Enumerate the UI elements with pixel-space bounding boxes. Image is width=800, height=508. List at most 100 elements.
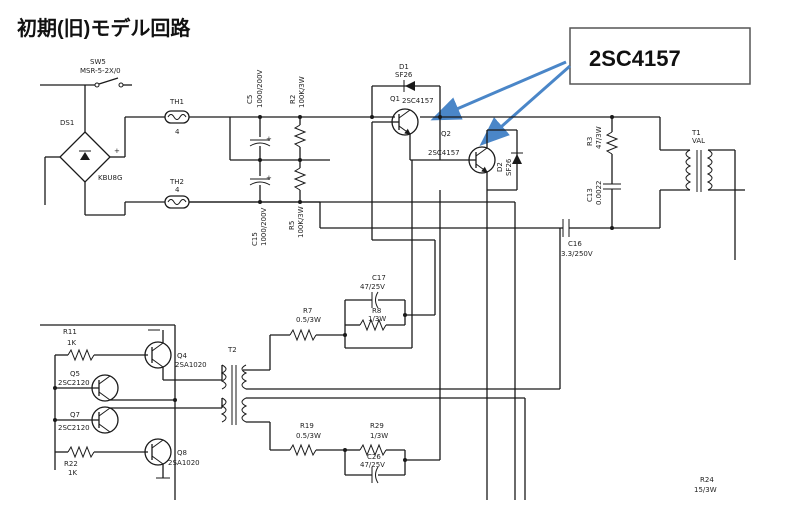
switch-sw5: SW5 MSR-5-2X/0 [40, 58, 132, 88]
r2-value: 100K/3W [298, 76, 306, 108]
svg-text:+: + [266, 174, 272, 182]
c26-ref: C26 [367, 453, 381, 461]
t2-ref: T2 [227, 346, 237, 354]
transformer-t1: T1 VAL [659, 117, 745, 260]
diode-d2: D2 SF26 [496, 130, 523, 190]
c15-value: 1000/200V [260, 207, 268, 246]
resistor-r2: R2 100K/3W [289, 76, 307, 160]
th2-ref: TH2 [169, 178, 184, 186]
q1-value: 2SC4157 [402, 97, 434, 105]
svg-text:+: + [114, 147, 120, 155]
transistor-q2: Q2 2SC4157 [428, 130, 496, 174]
q8-value: 2SA1020 [168, 459, 200, 467]
r24-ref: R24 [700, 476, 714, 484]
r3-ref: R3 [586, 137, 594, 146]
resistor-r22: R22 1K [55, 445, 148, 477]
d1-ref: D1 [399, 63, 409, 71]
r2-ref: R2 [289, 95, 297, 104]
r22-ref: R22 [64, 460, 78, 468]
capacitor-c15: + C15 1000/200V [249, 160, 272, 246]
callout-text: 2SC4157 [589, 46, 681, 71]
transistor-q1: Q1 2SC4157 [390, 95, 434, 136]
r8-value: 1/3W [368, 315, 386, 323]
c15-ref: C15 [251, 232, 259, 246]
r19-value: 0.5/3W [296, 432, 321, 440]
capacitor-c13: C13 0.0022 [586, 181, 621, 228]
r19-ref: R19 [300, 422, 314, 430]
resistor-r29: R29 1/3W [345, 422, 405, 457]
r24-value: 15/3W [694, 486, 717, 494]
callout-box [569, 27, 751, 85]
sw5-value: MSR-5-2X/0 [80, 67, 121, 75]
q5-ref: Q5 [70, 370, 80, 378]
ds1-value: KBU8G [98, 174, 122, 182]
bridge-rectifier-ds1: + DS1 KBU8G [44, 85, 125, 215]
capacitor-c26: C26 47/25V [345, 453, 405, 484]
capacitor-c17: C17 47/25V [345, 274, 405, 309]
d2-ref: D2 [496, 162, 504, 172]
q4-value: 2SA1020 [175, 361, 207, 369]
r29-value: 1/3W [370, 432, 388, 440]
resistor-r8: R8 1/3W [345, 307, 405, 332]
r5-value: 100K/3W [297, 206, 305, 238]
transistor-q7: Q7 2SC2120 [55, 406, 222, 434]
th1-ref: TH1 [169, 98, 184, 106]
c16-ref: C16 [568, 240, 582, 248]
thermistor-th2: TH2 4 [164, 178, 190, 209]
c13-value: 0.0022 [595, 181, 603, 206]
c17-ref: C17 [372, 274, 386, 282]
c16-value: 3.3/250V [561, 250, 593, 258]
r22-value: 1K [68, 469, 77, 477]
c17-value: 47/25V [360, 283, 385, 291]
transistor-q4: Q4 2SA1020 [144, 329, 207, 380]
diode-d1: D1 SF26 [371, 63, 441, 117]
c26-value: 47/25V [360, 461, 385, 469]
resistor-r7: R7 0.5/3W [270, 307, 345, 342]
callout-arrow-q1 [430, 60, 567, 121]
callout-arrow-q2 [479, 64, 571, 146]
r11-value: 1K [67, 339, 76, 347]
resistor-r24: R24 15/3W [694, 476, 717, 494]
c5-value: 1000/200V [256, 69, 264, 108]
capacitor-c5: + C5 1000/200V [246, 69, 272, 160]
d2-value: SF26 [505, 158, 513, 176]
transformer-t2: T2 [220, 346, 248, 425]
q5-value: 2SC2120 [58, 379, 90, 387]
r8-ref: R8 [372, 307, 381, 315]
thermistor-th1: TH1 4 [164, 98, 190, 136]
resistor-r11: R11 1K [55, 328, 148, 362]
q8-ref: Q8 [177, 449, 187, 457]
d1-value: SF26 [395, 71, 413, 79]
q2-ref: Q2 [441, 130, 451, 138]
q1-ref: Q1 [390, 95, 400, 103]
q7-ref: Q7 [70, 411, 80, 419]
q2-value: 2SC4157 [428, 149, 460, 157]
th1-value: 4 [175, 128, 180, 136]
resistor-r5: R5 100K/3W [288, 160, 307, 238]
t1-ref: T1 [691, 129, 701, 137]
resistor-r3: R3 47/3W [586, 117, 619, 180]
resistor-r19: R19 0.5/3W [270, 422, 345, 457]
c13-ref: C13 [586, 188, 594, 202]
q4-ref: Q4 [177, 352, 188, 360]
r5-ref: R5 [288, 221, 296, 230]
junction-dots [53, 115, 614, 462]
ds1-ref: DS1 [60, 119, 74, 127]
th2-value: 4 [175, 186, 180, 194]
transistor-q5: Q5 2SC2120 [55, 370, 175, 402]
q7-value: 2SC2120 [58, 424, 90, 432]
c5-ref: C5 [246, 95, 254, 104]
page-title: 初期(旧)モデル回路 [17, 16, 191, 40]
capacitor-c16: C16 3.3/250V [561, 219, 593, 258]
r3-value: 47/3W [595, 126, 603, 149]
r29-ref: R29 [370, 422, 384, 430]
r7-ref: R7 [303, 307, 312, 315]
sw5-ref: SW5 [90, 58, 106, 66]
t1-value: VAL [692, 137, 705, 145]
r7-value: 0.5/3W [296, 316, 321, 324]
r11-ref: R11 [63, 328, 77, 336]
transistor-q8: Q8 2SA1020 [144, 438, 200, 479]
svg-text:+: + [266, 135, 272, 143]
part-number-callout: 2SC4157 [430, 27, 751, 146]
